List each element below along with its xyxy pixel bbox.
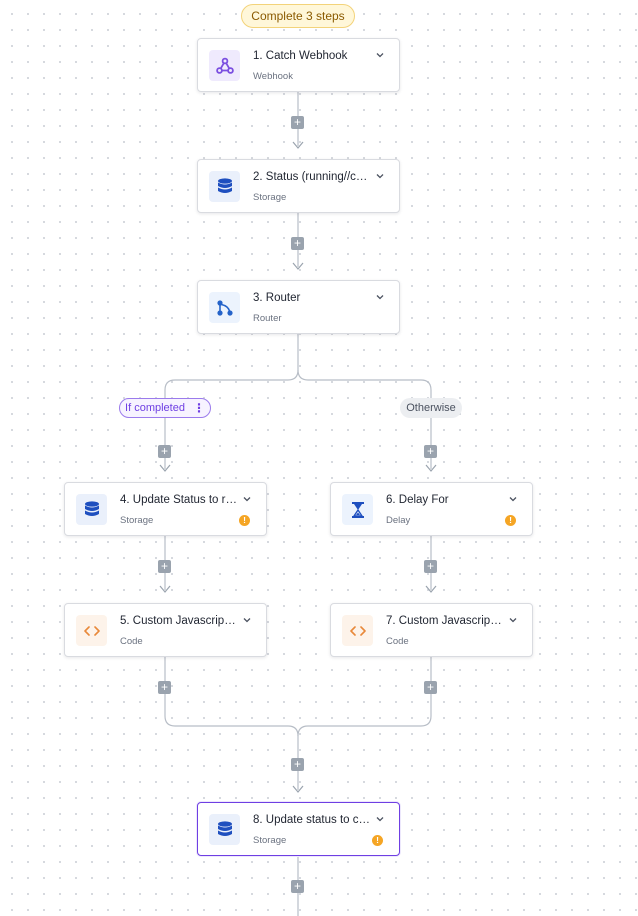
hourglass-icon bbox=[342, 494, 373, 525]
step-subtitle: Delay bbox=[386, 515, 411, 526]
add-step-button[interactable]: + bbox=[158, 445, 171, 458]
step-card-custom-javascript-b[interactable]: 7. Custom Javascript C... Code bbox=[330, 603, 533, 657]
chevron-down-icon[interactable] bbox=[375, 171, 385, 181]
branch-label-if-completed[interactable]: If completed ⋮ bbox=[119, 398, 211, 418]
chevron-down-icon[interactable] bbox=[242, 494, 252, 504]
step-card-delay-for[interactable]: 6. Delay For Delay ! bbox=[330, 482, 533, 536]
add-step-button[interactable]: + bbox=[424, 445, 437, 458]
chevron-down-icon[interactable] bbox=[375, 292, 385, 302]
step-title: 2. Status (running//co... bbox=[253, 171, 371, 183]
add-step-button[interactable]: + bbox=[291, 116, 304, 129]
database-icon bbox=[209, 171, 240, 202]
add-step-button[interactable]: + bbox=[158, 681, 171, 694]
add-step-button[interactable]: + bbox=[158, 560, 171, 573]
step-card-update-status-running[interactable]: 4. Update Status to ru... Storage ! bbox=[64, 482, 267, 536]
step-title: 1. Catch Webhook bbox=[253, 50, 348, 62]
step-card-status[interactable]: 2. Status (running//co... Storage bbox=[197, 159, 400, 213]
step-card-custom-javascript-a[interactable]: 5. Custom Javascript C... Code bbox=[64, 603, 267, 657]
step-card-update-status-completed[interactable]: 8. Update status to co... Storage ! bbox=[197, 802, 400, 856]
webhook-icon bbox=[209, 50, 240, 81]
chevron-down-icon[interactable] bbox=[375, 814, 385, 824]
step-subtitle: Router bbox=[253, 313, 282, 324]
step-card-catch-webhook[interactable]: 1. Catch Webhook Webhook bbox=[197, 38, 400, 92]
code-icon bbox=[342, 615, 373, 646]
step-title: 6. Delay For bbox=[386, 494, 449, 506]
step-subtitle: Storage bbox=[253, 192, 287, 203]
step-title: 3. Router bbox=[253, 292, 301, 304]
step-title: 8. Update status to co... bbox=[253, 814, 371, 826]
step-title: 5. Custom Javascript C... bbox=[120, 615, 238, 627]
add-step-button[interactable]: + bbox=[291, 237, 304, 250]
add-step-button[interactable]: + bbox=[424, 681, 437, 694]
code-icon bbox=[76, 615, 107, 646]
step-card-router[interactable]: 3. Router Router bbox=[197, 280, 400, 334]
complete-steps-badge[interactable]: Complete 3 steps bbox=[241, 4, 355, 28]
add-step-button[interactable]: + bbox=[424, 560, 437, 573]
add-step-button[interactable]: + bbox=[291, 880, 304, 893]
chevron-down-icon[interactable] bbox=[375, 50, 385, 60]
step-subtitle: Code bbox=[120, 636, 143, 647]
warning-icon: ! bbox=[372, 835, 383, 846]
database-icon bbox=[209, 814, 240, 845]
branch-label-text: If completed bbox=[125, 402, 185, 414]
database-icon bbox=[76, 494, 107, 525]
branch-label-text: Otherwise bbox=[406, 402, 456, 414]
chevron-down-icon[interactable] bbox=[242, 615, 252, 625]
step-title: 4. Update Status to ru... bbox=[120, 494, 238, 506]
step-subtitle: Webhook bbox=[253, 71, 293, 82]
step-subtitle: Code bbox=[386, 636, 409, 647]
kebab-menu-icon[interactable]: ⋮ bbox=[192, 401, 205, 415]
chevron-down-icon[interactable] bbox=[508, 494, 518, 504]
chevron-down-icon[interactable] bbox=[508, 615, 518, 625]
warning-icon: ! bbox=[239, 515, 250, 526]
add-step-button[interactable]: + bbox=[291, 758, 304, 771]
step-subtitle: Storage bbox=[120, 515, 154, 526]
warning-icon: ! bbox=[505, 515, 516, 526]
step-title: 7. Custom Javascript C... bbox=[386, 615, 504, 627]
router-icon bbox=[209, 292, 240, 323]
step-subtitle: Storage bbox=[253, 835, 287, 846]
branch-label-otherwise[interactable]: Otherwise bbox=[400, 398, 462, 418]
